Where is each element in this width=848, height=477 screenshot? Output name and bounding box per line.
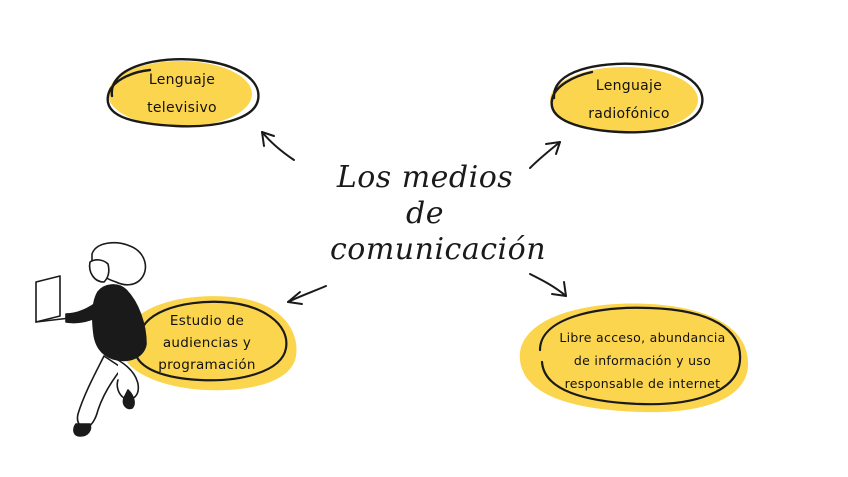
node-label-line: Libre acceso, abundancia (545, 326, 740, 349)
person-with-laptop-icon (36, 243, 146, 436)
center-title-line1: Los medios (330, 160, 520, 196)
arrow-to-radiofonico (530, 142, 560, 168)
node-label-line: audiencias y (142, 332, 272, 354)
node-label-line: programación (142, 354, 272, 376)
node-libre-acceso: Libre acceso, abundancia de información … (545, 326, 740, 395)
arrow-to-libre-acceso (530, 274, 566, 296)
node-label-line: Estudio de (142, 310, 272, 332)
node-label-line: Lenguaje (554, 72, 704, 100)
node-label-line: Lenguaje (112, 66, 252, 94)
node-lenguaje-televisivo: Lenguaje televisivo (112, 66, 252, 122)
center-title-line2: de (330, 196, 520, 232)
node-label-line: responsable de internet (545, 372, 740, 395)
node-lenguaje-radiofonico: Lenguaje radiofónico (554, 72, 704, 128)
center-title: Los medios de comunicación (330, 160, 520, 268)
arrow-to-televisivo (262, 132, 294, 160)
node-estudio-audiencias: Estudio de audiencias y programación (142, 310, 272, 376)
node-label-line: de información y uso (545, 349, 740, 372)
arrow-to-estudio (288, 286, 326, 304)
center-title-line3: comunicación (330, 232, 520, 268)
node-label-line: televisivo (112, 94, 252, 122)
node-label-line: radiofónico (554, 100, 704, 128)
